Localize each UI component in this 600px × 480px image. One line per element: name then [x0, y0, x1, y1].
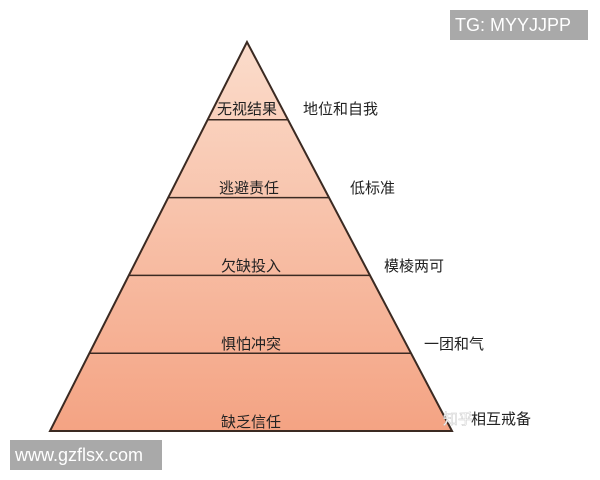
- level-3-label: 欠缺投入: [221, 257, 281, 275]
- zhihu-watermark: 知乎: [443, 410, 473, 428]
- level-3-outer-label: 模棱两可: [384, 257, 444, 275]
- tg-watermark: TG: MYYJJPP: [450, 10, 588, 40]
- level-2-label: 逃避责任: [219, 179, 279, 197]
- pyramid-shape: [48, 39, 454, 432]
- level-5-outer-label: 相互戒备: [471, 410, 531, 428]
- site-watermark: www.gzflsx.com: [10, 440, 162, 470]
- level-4-outer-label: 一团和气: [424, 335, 484, 353]
- level-5-label: 缺乏信任: [221, 413, 281, 431]
- level-2-outer-label: 低标准: [350, 179, 395, 197]
- level-1-label: 无视结果: [217, 100, 277, 118]
- level-1-outer-label: 地位和自我: [303, 100, 378, 118]
- level-4-label: 惧怕冲突: [221, 335, 281, 353]
